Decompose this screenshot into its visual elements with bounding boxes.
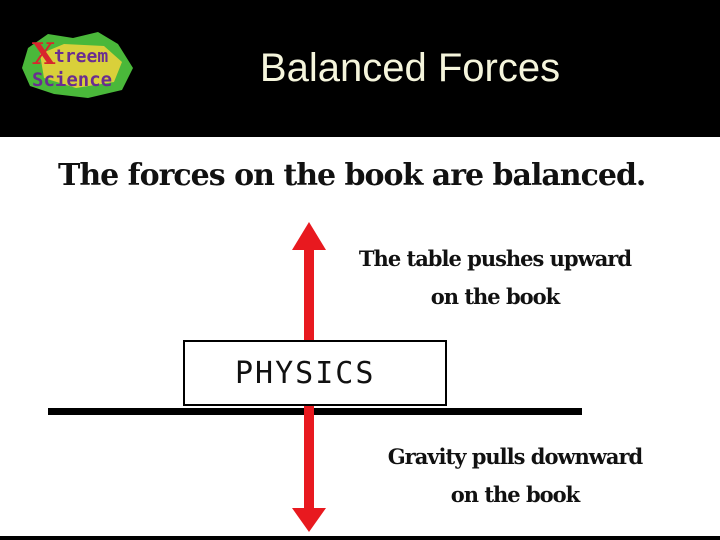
upward-force-label: The table pushes upward on the book	[330, 240, 660, 316]
slide-title: Balanced Forces	[259, 46, 561, 90]
upward-force-arrow	[292, 222, 326, 342]
logo-splat-highlight	[40, 44, 122, 88]
upward-label-line2: on the book	[430, 284, 560, 309]
bottom-rule	[0, 536, 720, 540]
logo-line2: Science	[32, 69, 112, 91]
book-label: PHYSICS	[235, 356, 376, 391]
slide-header: X treem Science Balanced Forces	[0, 0, 720, 137]
diagram-caption: The forces on the book are balanced.	[58, 158, 646, 193]
downward-force-label: Gravity pulls downward on the book	[350, 438, 680, 514]
logo-line1: treem	[54, 46, 108, 67]
xtreem-science-logo: X treem Science	[22, 32, 133, 98]
downward-label-line2: on the book	[450, 482, 580, 507]
table-surface	[48, 408, 582, 415]
physics-book: PHYSICS	[183, 340, 447, 406]
downward-label-line1: Gravity pulls downward	[387, 444, 644, 469]
logo-initial: X	[32, 37, 56, 72]
upward-label-line1: The table pushes upward	[358, 246, 632, 271]
downward-force-arrow	[292, 404, 326, 532]
